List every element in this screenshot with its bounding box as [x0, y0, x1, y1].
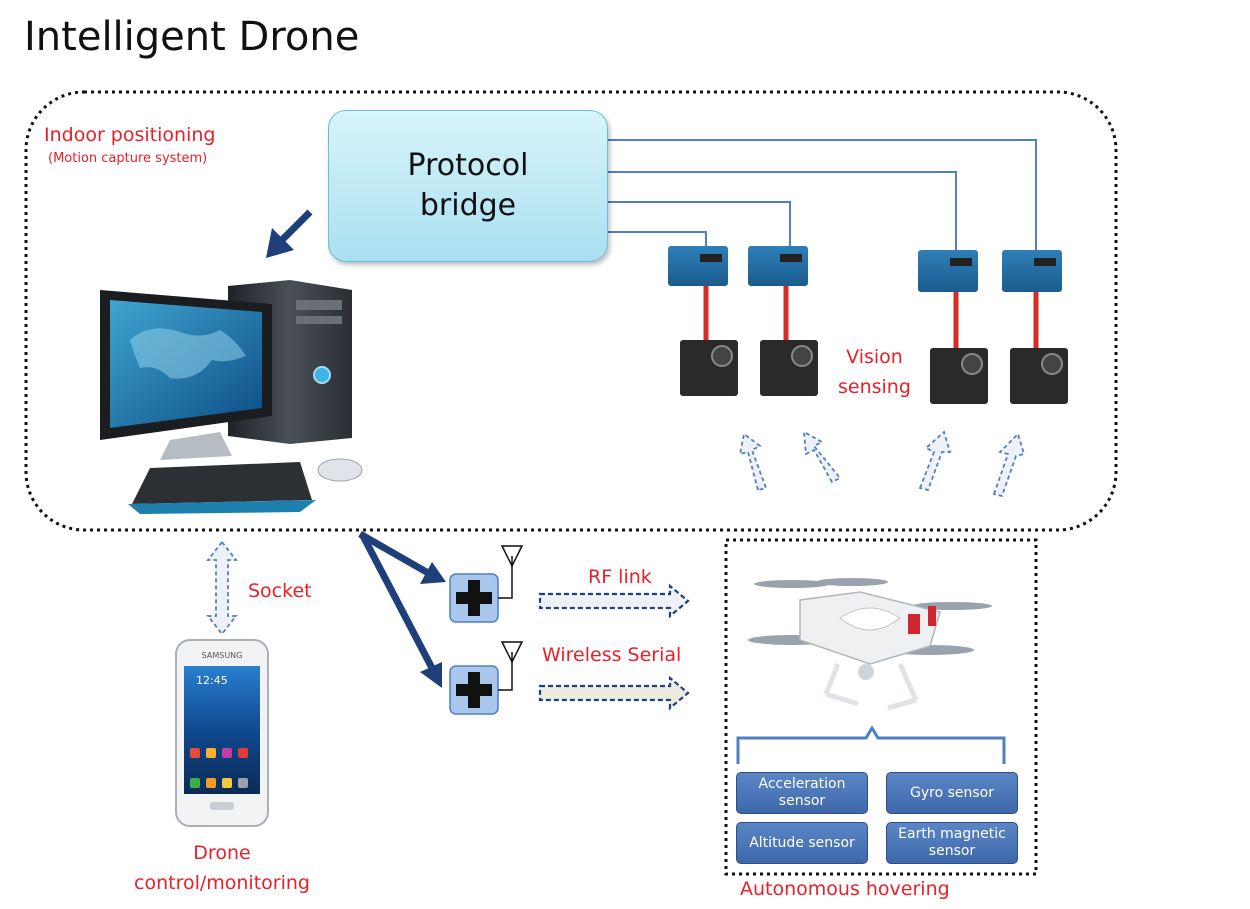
drone-control-line2: control/monitoring: [134, 872, 310, 894]
wireless-serial-label: Wireless Serial: [542, 644, 682, 666]
protocol-bridge-line1: Protocol: [407, 148, 529, 183]
vision-camera: [760, 340, 818, 396]
rf-link-arrow: [538, 583, 690, 619]
gyro-sensor-box: Gyro sensor: [886, 772, 1018, 814]
arduino-board: [668, 246, 728, 286]
ribbon-cables: [703, 286, 1039, 350]
vision-sensing-line2: sensing: [838, 376, 911, 398]
vision-input-arrows: [738, 430, 1026, 498]
phone-clock: 12:45: [196, 674, 228, 687]
protocol-bridge: Protocol bridge: [328, 110, 608, 262]
wireless-serial-arrow: [538, 675, 690, 711]
pc-to-transmitter-arrows: [358, 530, 446, 688]
smartphone: [175, 639, 269, 827]
bridge-to-pc-arrow: [266, 209, 313, 258]
quadcopter-drone: [748, 578, 992, 711]
vision-sensing-line1: Vision: [846, 346, 903, 368]
drone-control-label: Drone control/monitoring: [112, 838, 332, 898]
vision-camera: [1010, 348, 1068, 404]
motion-capture-sublabel: (Motion capture system): [48, 151, 208, 166]
vision-camera: [680, 340, 738, 396]
arduino-board: [918, 250, 978, 292]
arduino-board: [748, 246, 808, 286]
earth-magnetic-sensor-box: Earth magnetic sensor: [886, 822, 1018, 864]
diagram-title: Intelligent Drone: [24, 14, 360, 60]
drone-control-line1: Drone: [193, 842, 251, 864]
desktop-computer: [100, 280, 363, 514]
phone-brand: SAMSUNG: [202, 651, 243, 660]
arduino-board: [1002, 250, 1062, 292]
rf-link-label: RF link: [588, 566, 652, 588]
autonomous-hovering-label: Autonomous hovering: [740, 878, 950, 900]
protocol-bridge-line2: bridge: [419, 188, 517, 223]
altitude-sensor-box: Altitude sensor: [736, 822, 868, 864]
bridge-connections: [606, 139, 1037, 250]
acceleration-sensor-box: Acceleration sensor: [736, 772, 868, 814]
vision-sensing-label: Vision sensing: [838, 342, 911, 402]
sensor-bracket: [736, 725, 1006, 764]
rf-transmitter: [449, 545, 524, 623]
socket-label: Socket: [248, 580, 312, 602]
motion-capture-boundary: [24, 90, 1118, 532]
wireless-serial-transmitter: [449, 641, 524, 715]
socket-arrow: [206, 540, 238, 636]
indoor-positioning-label: Indoor positioning: [44, 124, 216, 146]
vision-camera: [930, 348, 988, 404]
hovering-boundary: [724, 538, 1038, 876]
